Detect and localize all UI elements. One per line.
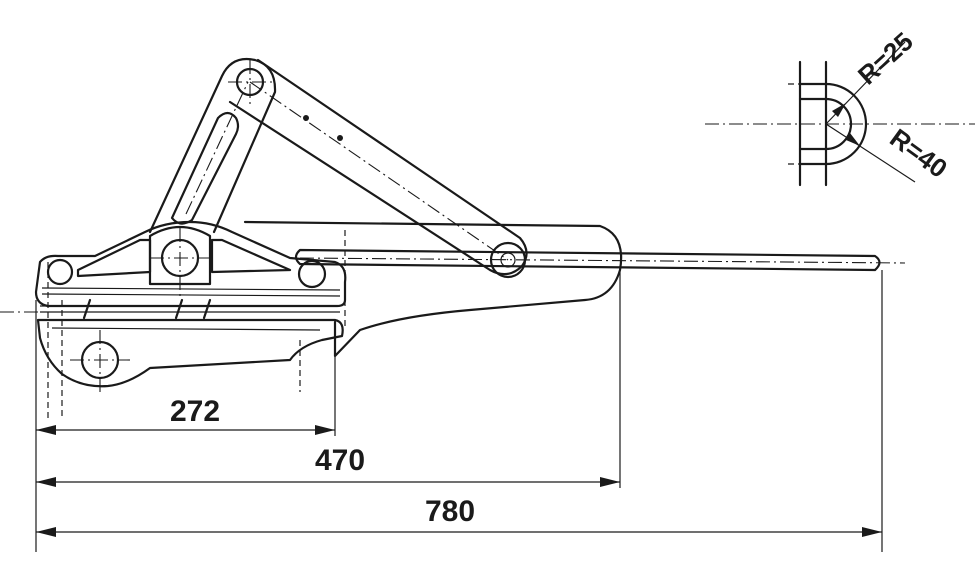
dimension-470 — [36, 477, 620, 487]
radius-inner-label: R=25 — [852, 26, 919, 90]
radius-outer-label: R=40 — [884, 123, 953, 184]
radius-detail — [705, 41, 975, 187]
dimension-780 — [36, 527, 882, 537]
dimension-272-label: 272 — [170, 395, 220, 428]
lifting-arm — [148, 58, 277, 234]
dimension-780-label: 780 — [425, 495, 475, 528]
jaw-teeth — [40, 298, 340, 320]
lower-jaw — [36, 318, 344, 392]
dimension-272 — [36, 425, 335, 435]
rear-housing — [243, 220, 623, 358]
dimension-470-label: 470 — [315, 444, 365, 477]
pull-rod — [294, 248, 906, 272]
connecting-link — [228, 58, 528, 279]
